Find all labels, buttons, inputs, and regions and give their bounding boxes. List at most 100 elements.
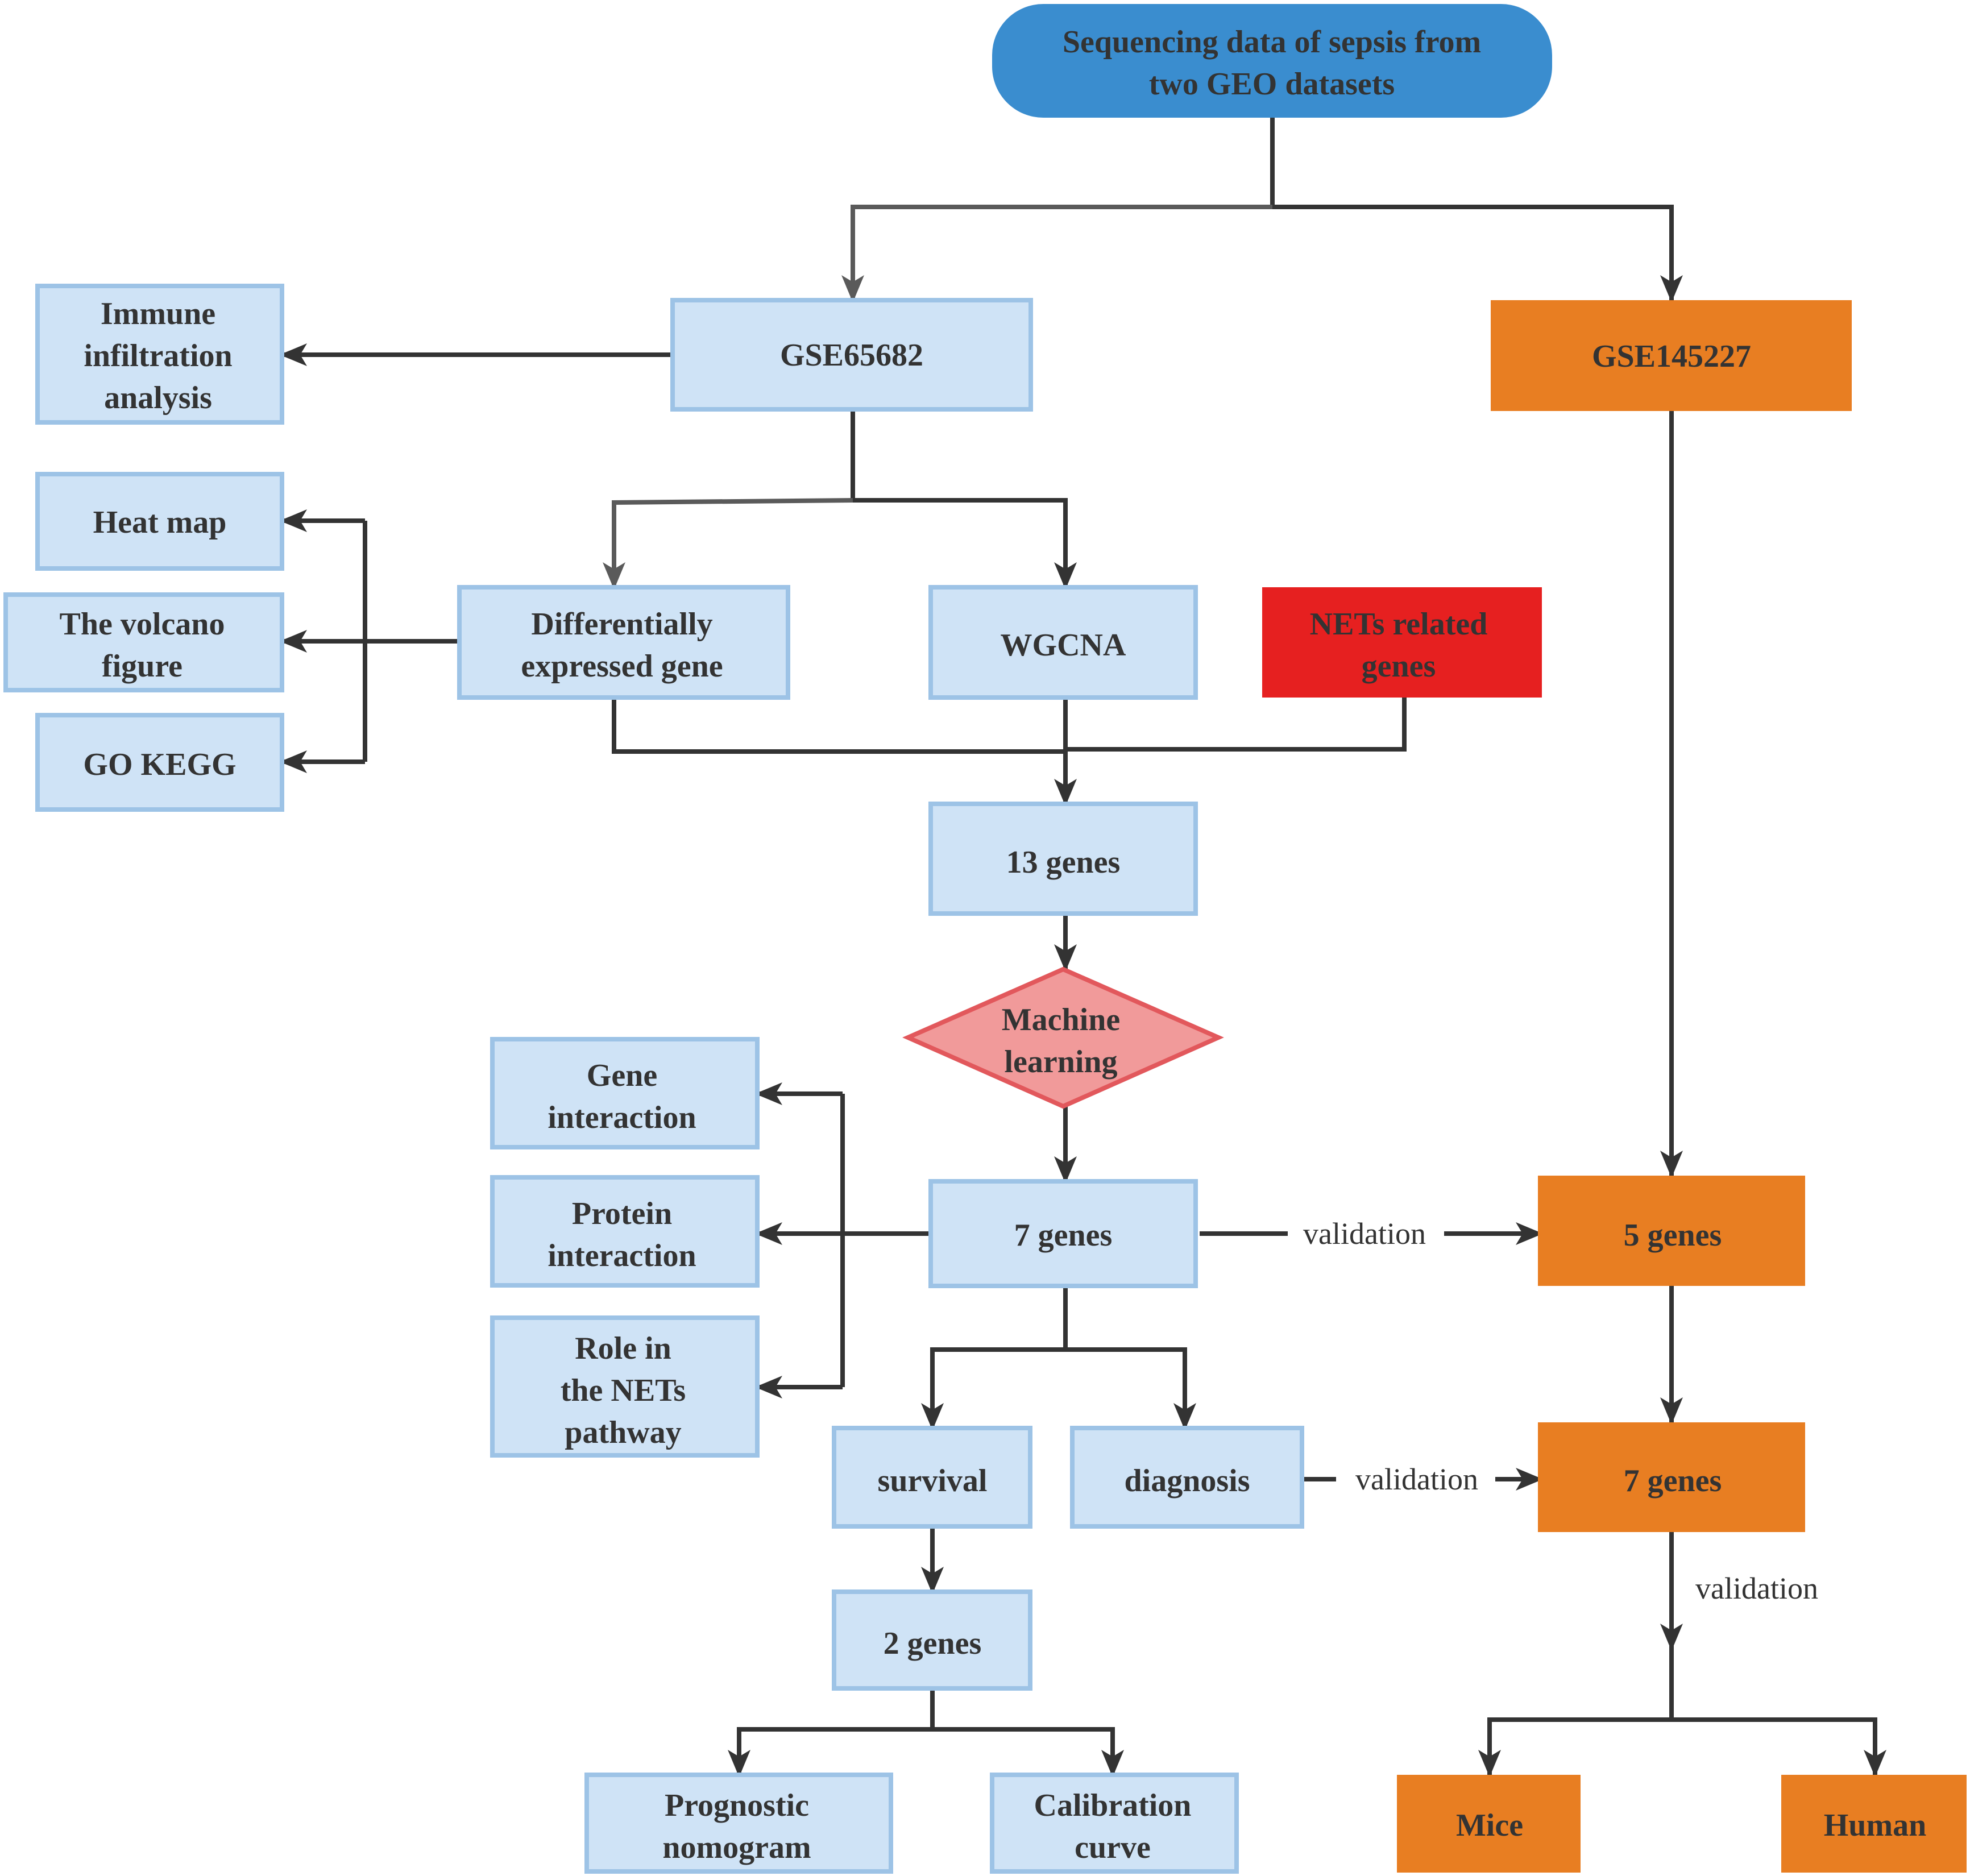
- genes5-label: 5 genes: [1624, 1218, 1722, 1253]
- volcano-label: The volcano figure: [60, 607, 225, 684]
- node-label-line: WGCNA: [1001, 628, 1126, 663]
- nomogram-label: Prognostic nomogram: [662, 1788, 811, 1865]
- edge-gse65682-to-deg: [603, 498, 853, 590]
- node-label-line: two GEO datasets: [1149, 67, 1395, 102]
- role-box: [490, 1315, 760, 1458]
- node-label-line: Prognostic: [665, 1788, 809, 1823]
- node-label-line: Mice: [1456, 1808, 1523, 1843]
- node-label-line: interaction: [548, 1238, 696, 1273]
- edge-to-human: [1672, 1717, 1886, 1777]
- node-label-line: survival: [878, 1463, 988, 1499]
- node-label-line: expressed gene: [521, 649, 723, 684]
- ml-diamond: [902, 966, 1224, 1109]
- node-label-line: Human: [1824, 1808, 1927, 1843]
- genes5-box: [1538, 1176, 1805, 1286]
- edge-labels: validation validation validation: [1303, 1217, 1818, 1605]
- genes13-label: 13 genes: [1006, 845, 1121, 880]
- node-label-line: Calibration: [1034, 1788, 1192, 1823]
- node-label-line: Sequencing data of sepsis from: [1063, 24, 1481, 60]
- gse65682-box: [670, 298, 1033, 412]
- human-label: Human: [1824, 1808, 1927, 1843]
- nodes: Sequencing data of sepsis from two GEO da…: [3, 4, 1967, 1874]
- wgcna-box: [928, 585, 1198, 700]
- gene-interaction-box: [490, 1037, 760, 1149]
- genes13-box: [928, 802, 1198, 916]
- protein-interaction-box: [490, 1175, 760, 1288]
- volcano-box: [3, 592, 284, 692]
- survival-label: survival: [878, 1463, 988, 1499]
- human-box: [1781, 1775, 1967, 1873]
- diagnosis-box: [1070, 1426, 1304, 1529]
- node-label-line: GO KEGG: [83, 747, 236, 782]
- mice-label: Mice: [1456, 1808, 1523, 1843]
- genes7-label: 7 genes: [1014, 1218, 1113, 1253]
- node-label-line: diagnosis: [1125, 1463, 1250, 1499]
- gse65682-label: GSE65682: [780, 338, 923, 373]
- heatmap-label: Heat map: [93, 505, 227, 540]
- node-label-line: GSE65682: [780, 338, 923, 373]
- gene-interaction-label: Gene interaction: [548, 1058, 696, 1135]
- genes2-label: 2 genes: [884, 1626, 982, 1661]
- node-label-line: Gene: [587, 1058, 657, 1093]
- heatmap-box: [35, 472, 284, 571]
- node-label-line: infiltration: [84, 338, 232, 373]
- node-label-line: nomogram: [662, 1830, 811, 1865]
- node-label-line: interaction: [548, 1100, 696, 1135]
- immune-box: [35, 284, 284, 425]
- calibration-label: Calibration curve: [1034, 1788, 1192, 1865]
- node-label-line: Role in: [575, 1331, 671, 1366]
- deg-label: Differentially expressed gene: [521, 607, 723, 684]
- edge-to-calibration: [932, 1727, 1124, 1777]
- edge-to-diagnosis: [1065, 1347, 1196, 1430]
- deg-box: [457, 585, 790, 700]
- protein-interaction-label: Protein interaction: [548, 1196, 696, 1273]
- node-label-line: figure: [102, 649, 183, 684]
- mice-box: [1397, 1775, 1581, 1873]
- edge-deg-merge: [612, 698, 1065, 754]
- node-label-line: 5 genes: [1624, 1218, 1722, 1253]
- nets-box: [1262, 587, 1542, 698]
- gokegg-box: [35, 713, 284, 812]
- edge-gse65682-to-wgcna: [853, 498, 1077, 590]
- diagnosis-label: diagnosis: [1125, 1463, 1250, 1499]
- node-label-line: Differentially: [531, 607, 712, 642]
- node-label-line: the NETs: [561, 1373, 686, 1408]
- validation-label-diagnosis-to-7genes: validation: [1355, 1462, 1478, 1496]
- genes7b-label: 7 genes: [1624, 1463, 1722, 1499]
- edge-to-nomogram: [728, 1727, 932, 1777]
- edge-to-survival: [921, 1347, 1065, 1430]
- node-label-line: Heat map: [93, 505, 227, 540]
- node-label-line: Protein: [572, 1196, 672, 1231]
- gse145227-box: [1491, 300, 1852, 411]
- role-label: Role in the NETs pathway: [561, 1331, 686, 1450]
- start-node: [992, 4, 1552, 118]
- survival-box: [832, 1426, 1032, 1529]
- calibration-box: [990, 1773, 1239, 1874]
- immune-label: Immune infiltration analysis: [84, 296, 232, 416]
- node-label-line: The volcano: [60, 607, 225, 642]
- node-label-line: 13 genes: [1006, 845, 1121, 880]
- edges: [280, 118, 1886, 1777]
- validation-label-7genes-to-cohorts: validation: [1695, 1571, 1818, 1605]
- edge-split-to-gse65682: [841, 205, 1272, 302]
- node-label-line: 2 genes: [884, 1626, 982, 1661]
- node-label-line: NETs related: [1310, 607, 1488, 642]
- edge-nets-merge: [1065, 698, 1407, 752]
- node-label-line: 7 genes: [1014, 1218, 1113, 1253]
- validation-label-7genes-to-5genes: validation: [1303, 1217, 1426, 1251]
- edge-split-to-gse145227: [1272, 205, 1683, 302]
- node-label-line: Immune: [101, 296, 215, 331]
- node-label-line: analysis: [104, 380, 212, 416]
- gokegg-label: GO KEGG: [83, 747, 236, 782]
- node-label-line: 7 genes: [1624, 1463, 1722, 1499]
- node-label-line: curve: [1075, 1830, 1151, 1865]
- genes7b-box: [1538, 1422, 1805, 1532]
- nomogram-box: [584, 1773, 893, 1874]
- wgcna-label: WGCNA: [1001, 628, 1126, 663]
- genes7-box: [928, 1179, 1198, 1288]
- gse145227-label: GSE145227: [1592, 339, 1751, 374]
- node-label-line: pathway: [565, 1415, 681, 1450]
